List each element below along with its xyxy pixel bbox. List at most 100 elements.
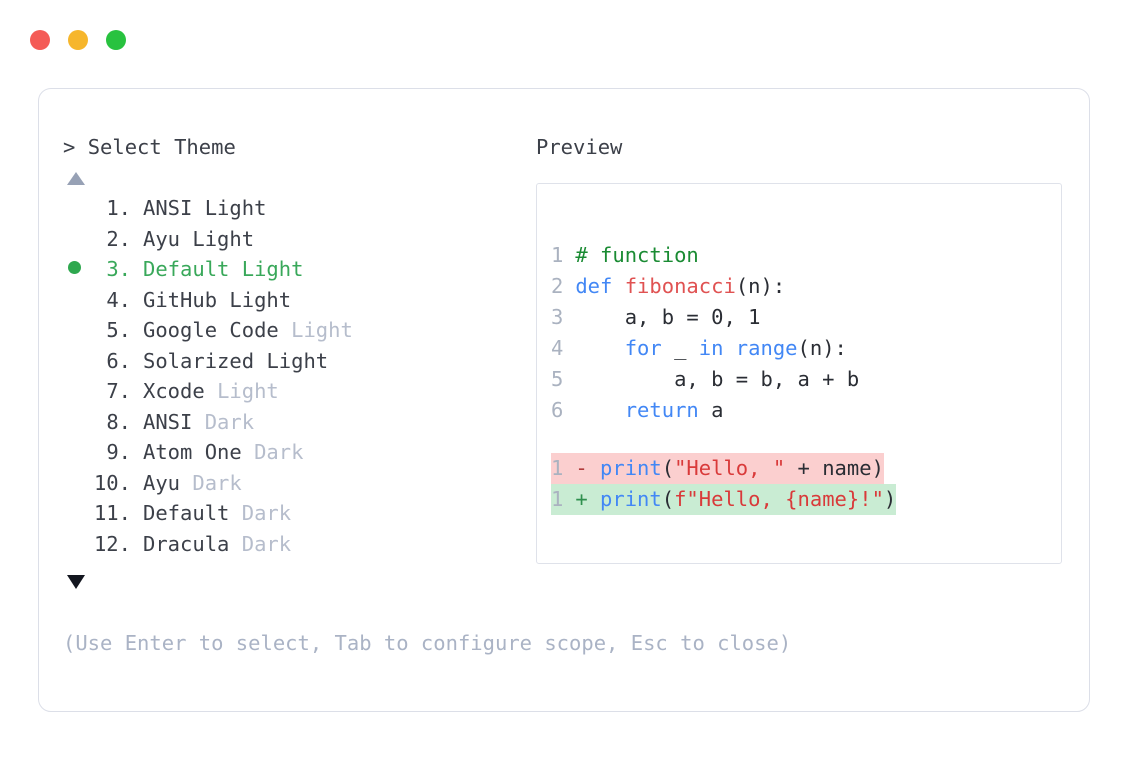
- code-token: print: [600, 487, 662, 511]
- line-number: 6: [551, 398, 564, 422]
- theme-item-space: [192, 193, 204, 224]
- code-token: [575, 398, 624, 422]
- theme-list-item[interactable]: 4.GitHub Light: [63, 285, 533, 316]
- theme-item-name: Default: [143, 257, 230, 281]
- diff-line: 1 + print(f"Hello, {name}!"): [551, 484, 897, 515]
- diff-line: 1 - print("Hello, " + name): [551, 453, 884, 484]
- theme-item-number: 11.: [93, 501, 131, 525]
- diff-sign: -: [575, 456, 588, 480]
- gutter-space: [563, 243, 575, 267]
- theme-item-number: 9.: [106, 440, 131, 464]
- gutter-space: [563, 367, 575, 391]
- code-token: a, b = b, a + b: [575, 367, 860, 391]
- theme-item-variant: Light: [192, 226, 255, 251]
- theme-item-variant: Dark: [241, 501, 292, 525]
- theme-item-name: ANSI: [143, 196, 193, 220]
- diff-space: [588, 487, 600, 511]
- gutter-space: [563, 398, 575, 422]
- close-button[interactable]: [30, 30, 50, 50]
- theme-item-number: 3.: [106, 257, 131, 281]
- theme-list-item[interactable]: 6.Solarized Light: [63, 346, 533, 377]
- diff-preview: 1 - print("Hello, " + name)1 + print(f"H…: [551, 453, 897, 515]
- code-line: 3 a, b = 0, 1: [551, 302, 859, 333]
- scroll-down-icon-wrap[interactable]: [67, 575, 533, 595]
- diff-line-number: 1: [551, 487, 564, 511]
- theme-item-space: [180, 224, 192, 255]
- code-line: 4 for _ in range(n):: [551, 333, 859, 364]
- selected-bullet-icon: [68, 261, 81, 274]
- code-token: print: [600, 456, 662, 480]
- theme-item-number: 8.: [106, 409, 131, 434]
- theme-item-name: Google Code: [143, 318, 279, 342]
- theme-list-item[interactable]: 10.Ayu Dark: [63, 468, 533, 499]
- line-number: 4: [551, 336, 564, 360]
- theme-list-item[interactable]: 1.ANSI Light: [63, 193, 533, 224]
- theme-item-name: Solarized: [143, 348, 255, 373]
- theme-item-space: [229, 529, 241, 560]
- theme-list-item[interactable]: 2.Ayu Light: [63, 224, 533, 255]
- line-number: 2: [551, 274, 564, 298]
- theme-item-name: Dracula: [143, 531, 230, 556]
- theme-list-item[interactable]: 8.ANSI Dark: [63, 407, 533, 438]
- code-token: (: [661, 456, 675, 480]
- theme-list-item[interactable]: 3.Default Light: [63, 254, 533, 285]
- theme-item-space: [279, 315, 291, 346]
- theme-item-number: 5.: [106, 318, 131, 342]
- theme-item-number: 12.: [93, 531, 131, 556]
- preview-box: 1 # function 2 def fibonacci (n): 3 a, b = …: [536, 183, 1062, 564]
- theme-item-variant: Dark: [254, 440, 304, 464]
- line-number: 3: [551, 305, 564, 329]
- code-preview: 1 # function 2 def fibonacci (n): 3 a, b = …: [551, 240, 859, 426]
- theme-item-space: [254, 346, 266, 377]
- theme-item-space: [229, 254, 241, 285]
- code-token: # function: [575, 243, 699, 267]
- gutter-space: [563, 274, 575, 298]
- code-line: 1 # function: [551, 240, 859, 271]
- line-number: 5: [551, 367, 564, 391]
- theme-item-number: 7.: [106, 379, 131, 403]
- minimize-button[interactable]: [68, 30, 88, 50]
- theme-item-name: Ayu: [143, 470, 181, 495]
- code-line: 6 return a: [551, 395, 859, 426]
- theme-item-variant: Light: [217, 379, 279, 403]
- theme-item-space: [205, 376, 217, 407]
- code-token: _: [661, 336, 699, 360]
- maximize-button[interactable]: [106, 30, 126, 50]
- theme-list-item[interactable]: 12. Dracula Dark: [63, 529, 533, 560]
- theme-list-item[interactable]: 11.Default Dark: [63, 498, 533, 529]
- code-token: [575, 336, 624, 360]
- theme-list-item[interactable]: 9. Atom One Dark: [63, 437, 533, 468]
- theme-item-name: ANSI: [143, 409, 193, 434]
- code-token: def: [575, 274, 625, 298]
- theme-list-item[interactable]: 5. Google Code Light: [63, 315, 533, 346]
- code-token: fibonacci: [624, 274, 736, 298]
- line-number: 1: [551, 243, 564, 267]
- gutter-space: [563, 305, 575, 329]
- code-token: a: [698, 398, 724, 422]
- theme-item-variant: Light: [291, 318, 353, 342]
- theme-item-space: [180, 468, 192, 499]
- scroll-up-icon[interactable]: [67, 172, 85, 185]
- theme-list-item[interactable]: 7.Xcode Light: [63, 376, 533, 407]
- theme-item-number: 10.: [93, 470, 131, 495]
- code-token: for: [624, 336, 662, 360]
- code-token: a, b = 0, 1: [575, 305, 761, 329]
- theme-item-variant: Dark: [241, 531, 292, 556]
- code-token: (n):: [797, 336, 847, 360]
- theme-item-variant: Light: [266, 348, 329, 373]
- code-token: ): [883, 487, 897, 511]
- diff-line-number: 1: [551, 456, 564, 480]
- theme-item-name: Atom One: [143, 440, 242, 464]
- scroll-down-icon[interactable]: [67, 575, 85, 589]
- theme-item-space: [242, 437, 254, 468]
- code-token: f"Hello, {name}!": [674, 487, 884, 511]
- theme-item-variant: Light: [229, 287, 292, 312]
- theme-item-variant: Light: [204, 196, 267, 220]
- diff-sign: +: [575, 487, 588, 511]
- prompt-caret-icon: >: [63, 135, 76, 159]
- keyboard-hint: (Use Enter to select, Tab to configure s…: [63, 631, 792, 655]
- theme-item-space: [217, 285, 229, 316]
